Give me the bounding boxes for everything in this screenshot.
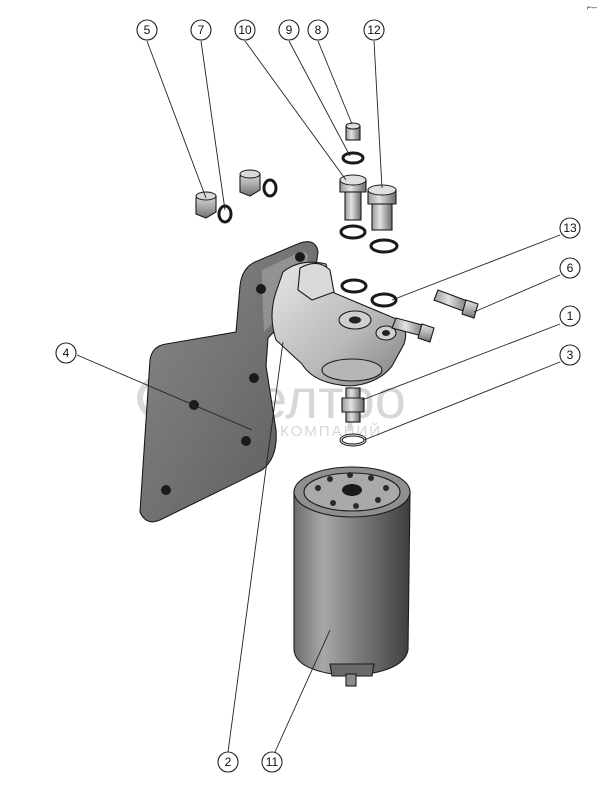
plug-bolt-8 <box>345 122 361 141</box>
callout-11: 11 <box>261 751 283 773</box>
spring-washer-7 <box>217 204 233 224</box>
callout-7: 7 <box>190 19 212 41</box>
washer-12b <box>369 238 399 254</box>
hex-nut-b <box>239 169 261 197</box>
callout-13: 13 <box>559 217 581 239</box>
callout-1: 1 <box>559 305 581 327</box>
bolt-head-side <box>391 317 435 343</box>
svg-text:11: 11 <box>266 755 279 769</box>
svg-text:6: 6 <box>567 261 574 275</box>
spring-washer-b <box>262 178 278 198</box>
leader-lines <box>76 40 561 753</box>
washer-13 <box>370 292 398 308</box>
corner-mark: ⌐‒ <box>586 2 597 12</box>
callout-8: 8 <box>307 19 329 41</box>
callout-9: 9 <box>278 19 300 41</box>
washer-head <box>340 278 368 294</box>
svg-text:4: 4 <box>63 346 70 360</box>
washer-10b <box>339 224 367 240</box>
hex-nut-5 <box>195 191 217 219</box>
callout-10: 10 <box>234 19 256 41</box>
callout-3: 3 <box>559 344 581 366</box>
svg-text:5: 5 <box>144 23 151 37</box>
svg-text:2: 2 <box>225 755 232 769</box>
svg-text:3: 3 <box>567 348 574 362</box>
svg-text:1: 1 <box>567 309 574 323</box>
filter-cartridge <box>293 466 411 687</box>
svg-text:7: 7 <box>198 23 205 37</box>
callout-2: 2 <box>217 751 239 773</box>
svg-text:12: 12 <box>367 23 381 37</box>
svg-text:8: 8 <box>315 23 322 37</box>
adapter-nipple <box>341 387 365 423</box>
filter-head <box>271 261 407 387</box>
banjo-bolt-10 <box>339 174 367 221</box>
callout-6: 6 <box>559 257 581 279</box>
bolt-6 <box>433 289 479 319</box>
bolt-12 <box>367 184 397 231</box>
svg-text:13: 13 <box>563 221 577 235</box>
svg-text:9: 9 <box>286 23 293 37</box>
callout-4: 4 <box>55 342 77 364</box>
washer-9 <box>341 151 365 165</box>
callout-5: 5 <box>136 19 158 41</box>
svg-text:10: 10 <box>238 23 252 37</box>
callout-12: 12 <box>363 19 385 41</box>
